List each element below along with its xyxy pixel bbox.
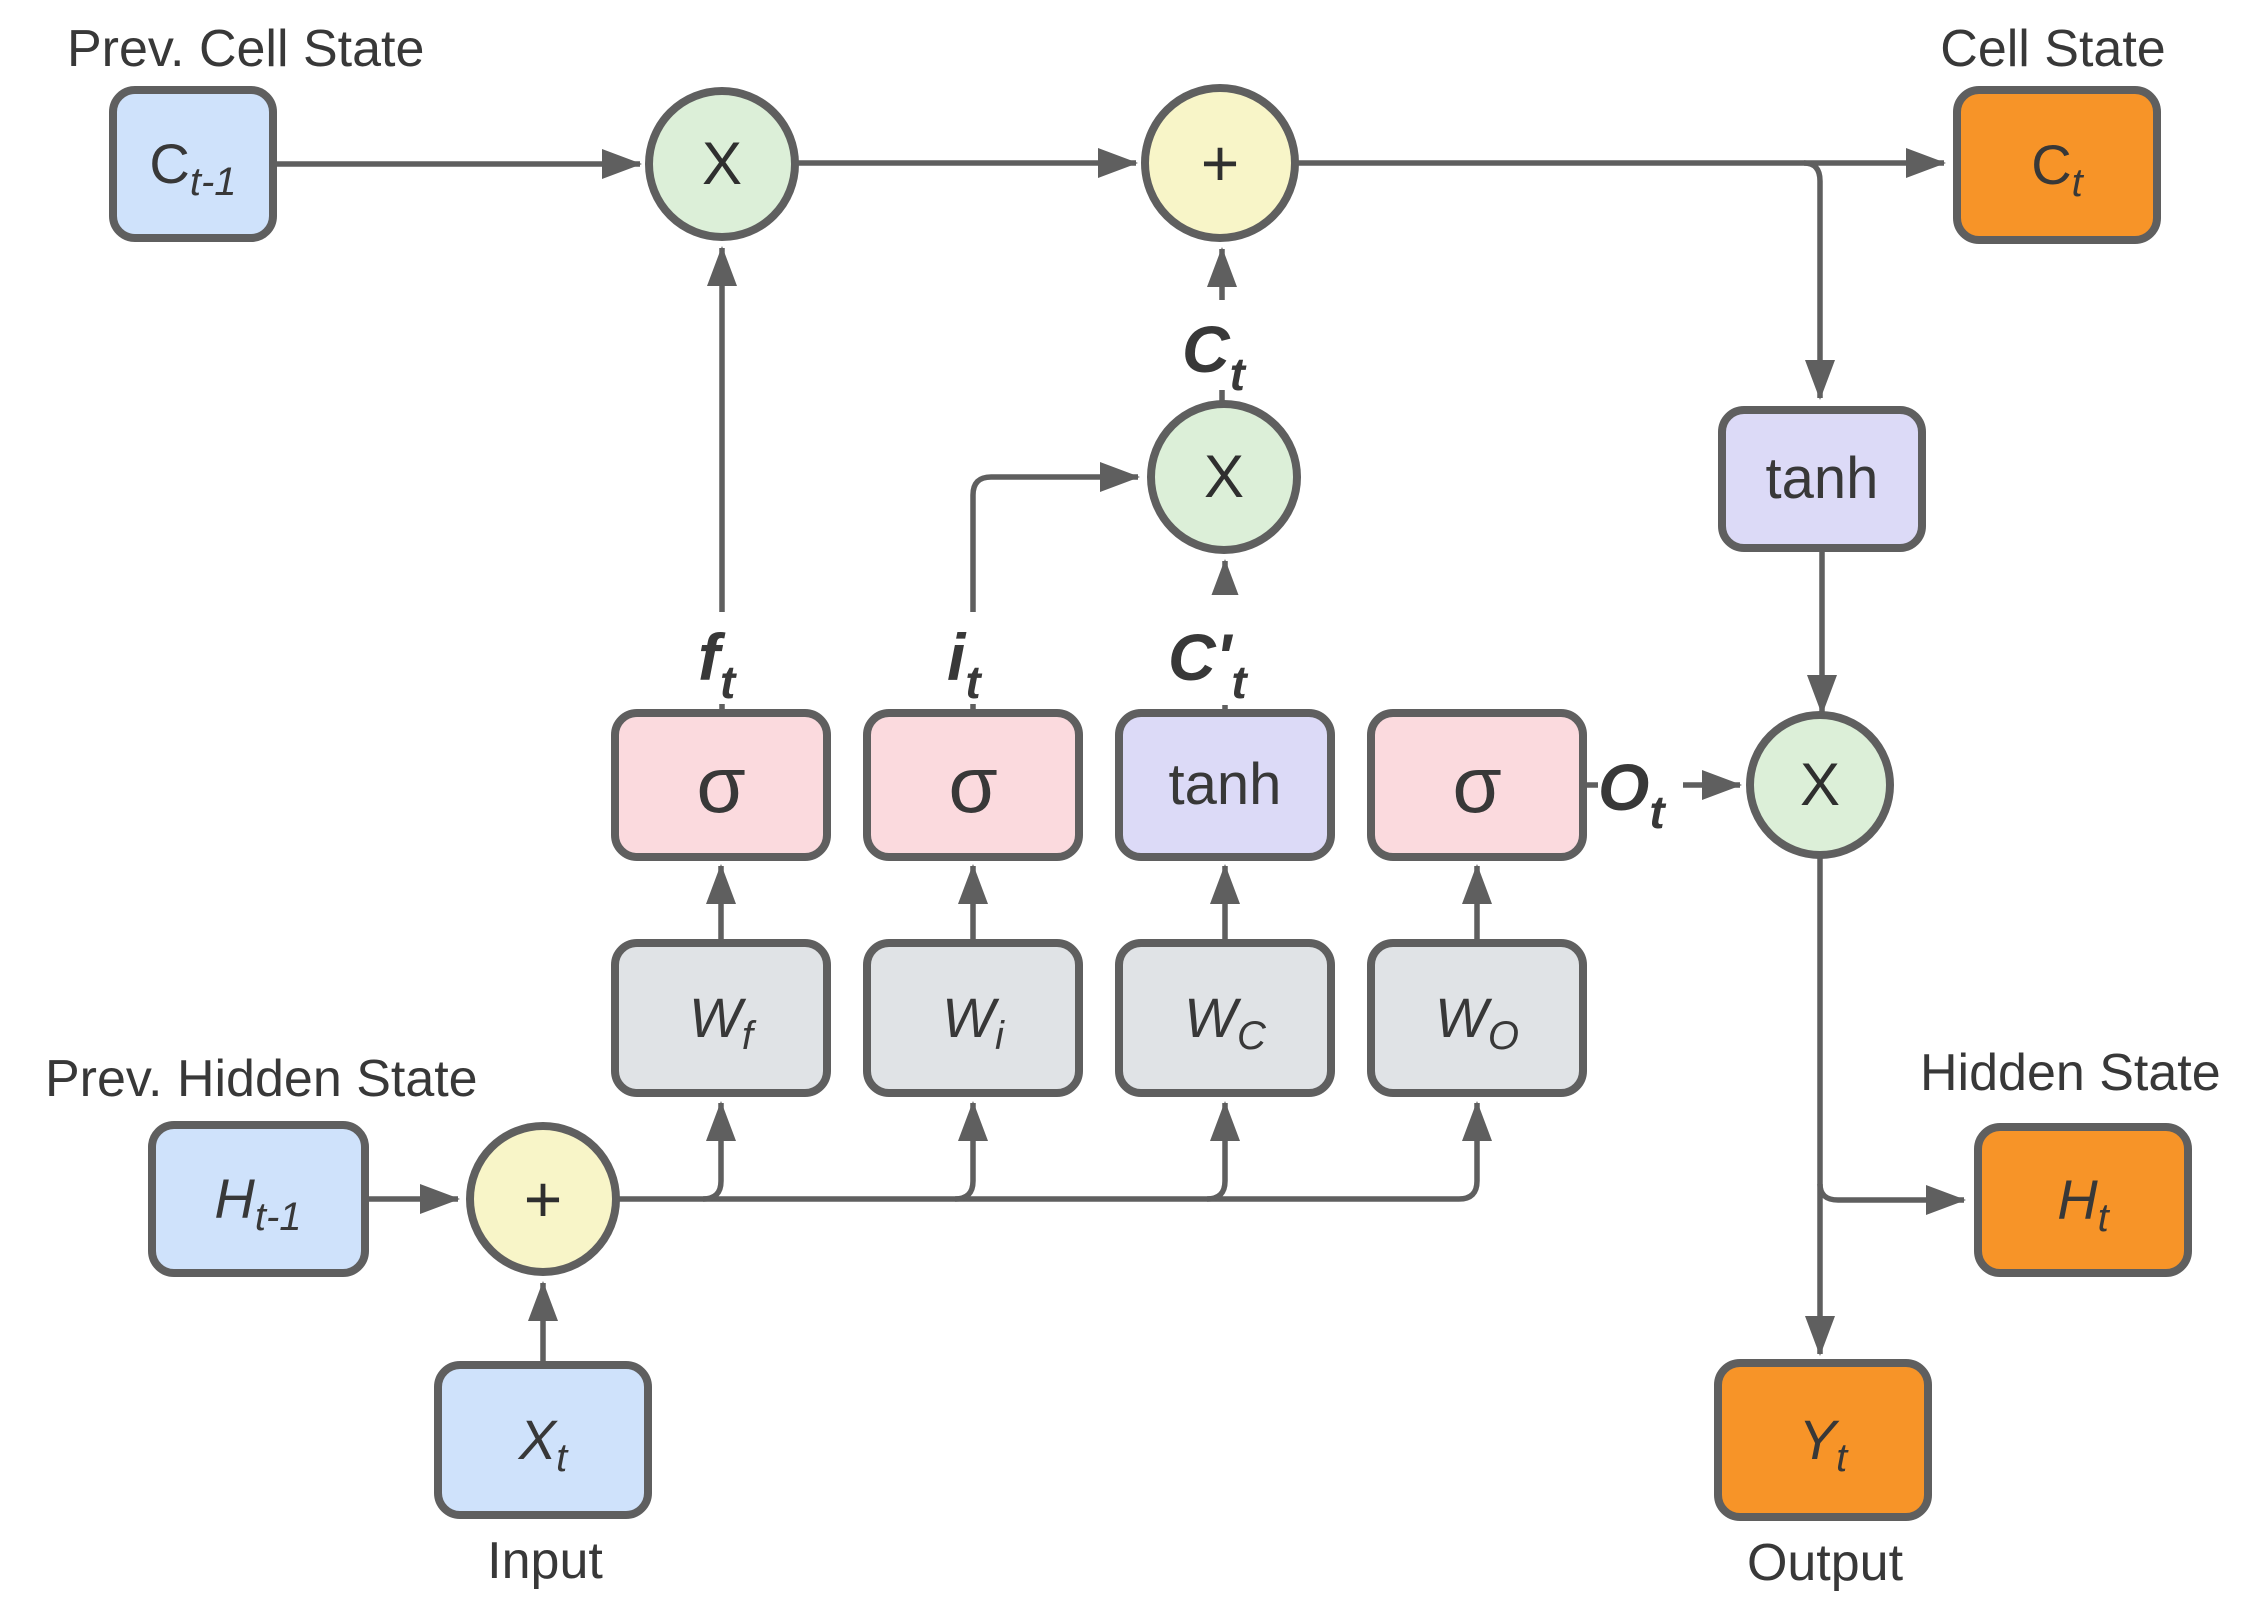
signal-candidate-label: C't [1168, 620, 1248, 708]
edge-input-gate-to-mul2 [970, 462, 1140, 713]
add-op-cell [1141, 84, 1299, 242]
input-gate-sigma-box [863, 709, 1083, 861]
prev-cell-state-box [109, 86, 277, 242]
cell-state-label: Ct [2031, 133, 2084, 205]
multiply-op-forget [645, 87, 799, 241]
add-op-inputs [466, 1122, 620, 1276]
weight-wi-label: Wi [942, 986, 1005, 1058]
candidate-tanh-box [1115, 709, 1335, 861]
prev-hidden-state-title: Prev. Hidden State [45, 1050, 478, 1108]
hidden-state-box [1974, 1123, 2192, 1277]
hidden-state-label: Ht [2057, 1168, 2110, 1240]
edge-branch-to-tanh [1803, 160, 1835, 400]
plus-symbol: + [1201, 126, 1240, 200]
multiply-symbol: X [1204, 443, 1244, 510]
input-title: Input [487, 1532, 603, 1590]
hidden-state-title: Hidden State [1920, 1044, 2221, 1102]
multiply-symbol: X [702, 130, 742, 197]
output-gate-sigma-label: σ [1452, 740, 1501, 829]
multiply-op-input [1147, 400, 1301, 554]
cell-state-box [1953, 86, 2161, 244]
signal-ct-label: Ct [1182, 312, 1247, 400]
weight-wo-box [1367, 939, 1587, 1097]
signal-it-label: it [947, 620, 982, 708]
weight-wi-box [863, 939, 1083, 1097]
output-box [1714, 1359, 1932, 1521]
edge-bus-to-wf [702, 1101, 736, 1202]
prev-hidden-state-label: Ht-1 [214, 1167, 301, 1239]
edge-bus-to-wo [616, 1101, 1492, 1202]
input-box [434, 1361, 652, 1519]
weight-wf-box [611, 939, 831, 1097]
candidate-tanh-label: tanh [1169, 752, 1282, 817]
forget-gate-sigma-box [611, 709, 831, 861]
edge-bus-to-wi [954, 1101, 988, 1202]
prev-cell-state-label: Ct-1 [149, 132, 236, 204]
input-label: Xt [517, 1408, 569, 1480]
label-mask-it [935, 612, 1007, 704]
signal-ot-label: Ot [1598, 750, 1666, 838]
output-label: Yt [1799, 1408, 1849, 1480]
prev-hidden-state-box [148, 1121, 369, 1277]
edge-rail-to-hidden-state [1817, 1183, 1966, 1215]
label-mask-ct [1172, 300, 1280, 390]
multiply-symbol: X [1800, 751, 1840, 818]
label-mask-ccand [1158, 595, 1278, 705]
multiply-op-output [1746, 711, 1894, 859]
weight-wc-box [1115, 939, 1335, 1097]
plus-symbol: + [524, 1162, 563, 1236]
label-mask-ft [685, 612, 763, 704]
weight-wc-label: WC [1184, 986, 1267, 1058]
prev-cell-state-title: Prev. Cell State [67, 20, 424, 78]
forget-gate-sigma-label: σ [696, 740, 745, 829]
output-tanh-box [1718, 406, 1926, 552]
cell-state-title: Cell State [1940, 20, 2165, 78]
weight-wo-label: WO [1435, 986, 1519, 1058]
input-gate-sigma-label: σ [948, 740, 997, 829]
edge-bus-to-wc [1206, 1101, 1240, 1202]
output-tanh-label: tanh [1766, 446, 1879, 511]
output-title: Output [1747, 1534, 1904, 1592]
output-gate-sigma-box [1367, 709, 1587, 861]
